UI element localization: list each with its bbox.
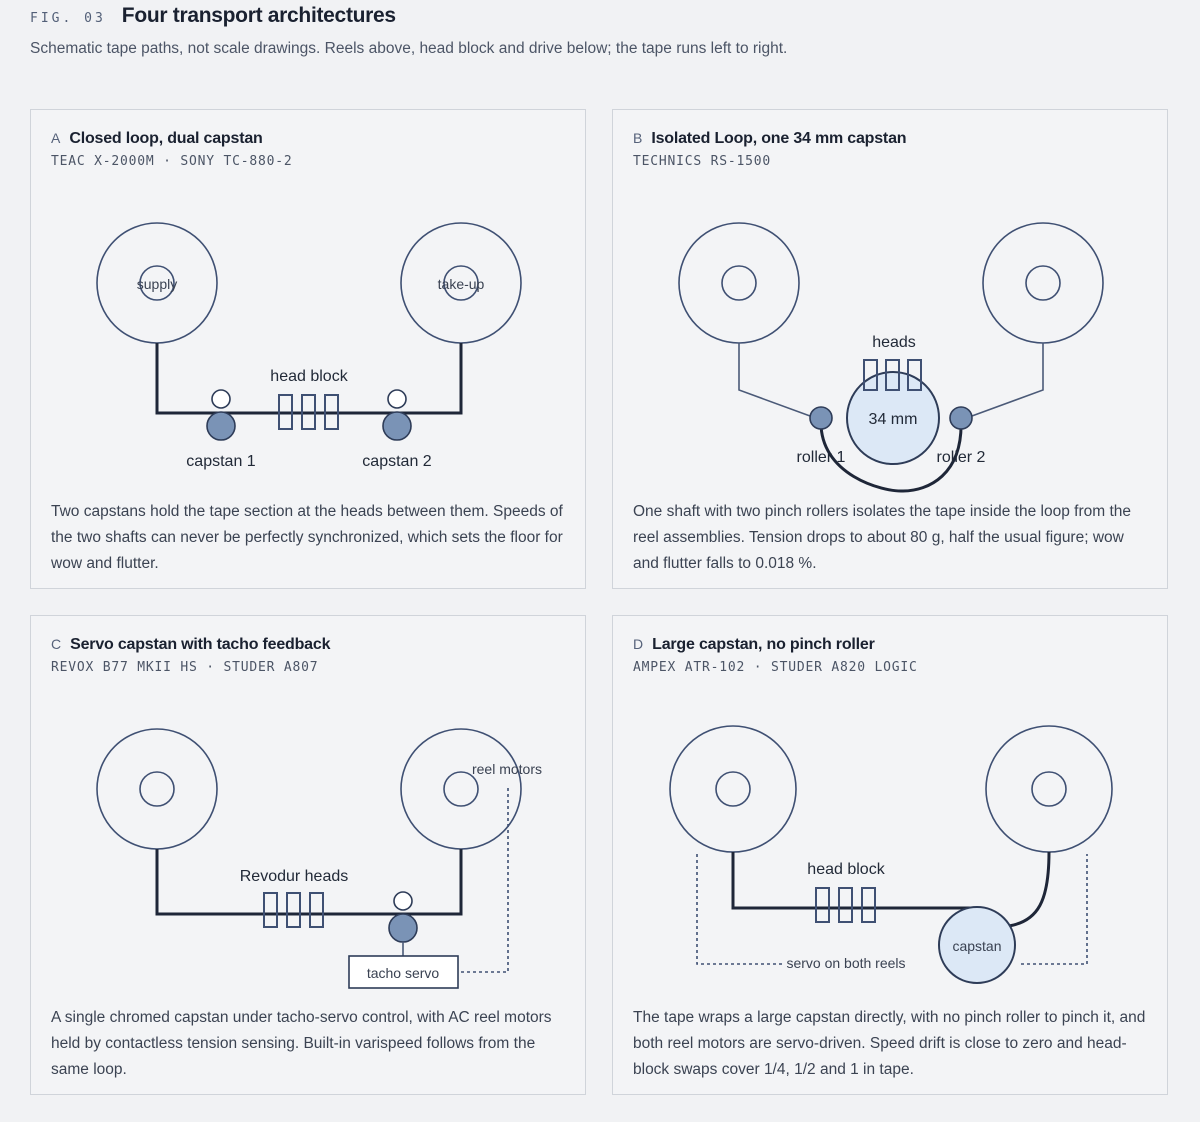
pinch-roller-2 [949,406,973,430]
supply-reel [96,728,218,850]
takeup-reel [400,728,522,850]
panel-c-models: REVOX B77 MKII HS · STUDER A807 [51,660,319,675]
servo-feedback-line [458,788,509,973]
capstan-2 [382,411,412,441]
panel-c-letter: C [51,636,62,652]
revodur-heads-label: Revodur heads [240,868,349,885]
panel-c: C Servo capstan with tacho feedback REVO… [30,615,586,1095]
panel-b-description: One shaft with two pinch rollers isolate… [633,503,1131,572]
panel-b-title-line: B Isolated Loop, one 34 mm capstan [633,130,907,148]
large-capstan [938,906,1016,984]
panel-d: D Large capstan, no pinch roller AMPEX A… [612,615,1168,1095]
head-3 [309,892,324,928]
panel-a-title: Closed loop, dual capstan [69,130,263,147]
isolated-loop-tape [819,419,963,493]
supply-reel-hub [721,265,757,301]
pinch-roller [393,891,413,911]
servo-label: servo on both reels [786,955,905,971]
panel-d-title-line: D Large capstan, no pinch roller [633,636,918,654]
panel-d-letter: D [633,636,644,652]
panel-b: B Isolated Loop, one 34 mm capstan TECHN… [612,109,1168,589]
roller-1-label: roller 1 [797,449,846,466]
panel-c-title-line: C Servo capstan with tacho feedback [51,636,330,654]
tape-path [155,343,463,415]
head-2 [286,892,301,928]
figure-title: Four transport architectures [121,4,396,27]
head-1 [263,892,278,928]
panel-a-models: TEAC X-2000M · SONY TC-880-2 [51,154,293,169]
head-3 [324,394,339,430]
supply-reel-hub [139,771,175,807]
figure-header: FIG. 03 Four transport architectures Sch… [30,4,830,62]
capstan-1-label: capstan 1 [186,453,255,470]
head-3 [907,359,922,391]
figure-subtitle: Schematic tape paths, not scale drawings… [30,40,788,57]
head-1 [863,359,878,391]
tape-wrap-capstan [1008,851,1051,928]
supply-reel-hub [715,771,751,807]
pinch-roller-1 [809,406,833,430]
head-block-label: head block [807,861,885,878]
panel-c-description: A single chromed capstan under tacho-ser… [51,1009,552,1078]
figure-label: FIG. 03 [30,11,106,26]
capstan-1 [206,411,236,441]
panel-a-letter: A [51,130,61,146]
supply-label: supply [137,276,177,292]
supply-reel [678,222,800,344]
takeup-reel [982,222,1104,344]
panel-b-title: Isolated Loop, one 34 mm capstan [651,130,907,147]
takeup-reel-hub [1031,771,1067,807]
capstan-label: capstan [952,938,1001,954]
panel-c-diagram: reel motors Revodur heads tacho servo [96,728,542,989]
panel-d-models: AMPEX ATR-102 · STUDER A820 LOGIC [633,660,918,675]
capstan-34mm [846,371,940,465]
panel-c-title: Servo capstan with tacho feedback [70,636,331,653]
takeup-reel-hub [443,265,479,301]
head-2 [301,394,316,430]
tape-path-left [738,343,822,421]
panel-a-description: Two capstans hold the tape section at th… [51,503,563,572]
head-1 [815,887,830,923]
supply-reel [669,725,797,853]
pinch-roller-1 [211,389,231,409]
panel-a-header: A Closed loop, dual capstan TEAC X-2000M… [51,130,293,169]
takeup-reel-hub [1025,265,1061,301]
reel-motors-label: reel motors [472,761,542,777]
panel-b-models: TECHNICS RS-1500 [633,154,772,169]
figure-title-line: FIG. 03 Four transport architectures [30,4,830,28]
panel-a-diagram: supply take-up head block capstan 1 caps… [96,222,522,470]
panel-d-description: The tape wraps a large capstan directly,… [633,1009,1146,1078]
servo-line-left [696,854,785,965]
head-3 [861,887,876,923]
panel-a-title-line: A Closed loop, dual capstan [51,130,293,148]
panel-d-header: D Large capstan, no pinch roller AMPEX A… [633,636,918,675]
panel-b-letter: B [633,130,643,146]
capstan [388,913,418,943]
tacho-servo-label: tacho servo [367,965,440,981]
takeup-reel-hub [443,771,479,807]
heads-label: heads [872,334,916,351]
tacho-servo-box [348,955,459,989]
capstan-2-label: capstan 2 [362,453,431,470]
capstan-label: 34 mm [869,411,918,428]
panel-b-header: B Isolated Loop, one 34 mm capstan TECHN… [633,130,907,169]
pinch-roller-2 [387,389,407,409]
head-2 [885,359,900,391]
head-1 [278,394,293,430]
panel-d-title: Large capstan, no pinch roller [652,636,875,653]
head-block-label: head block [270,368,348,385]
supply-reel-hub [139,265,175,301]
tape-path [731,852,977,910]
roller-2-label: roller 2 [937,449,986,466]
panel-b-diagram: 34 mm heads roller 1 roller 2 [678,222,1104,493]
panel-d-diagram: head block capstan servo on both reels [669,725,1113,984]
tape-path-right [960,343,1044,421]
panel-a: A Closed loop, dual capstan TEAC X-2000M… [30,109,586,589]
takeup-reel [985,725,1113,853]
takeup-label: take-up [438,276,485,292]
head-2 [838,887,853,923]
panel-c-header: C Servo capstan with tacho feedback REVO… [51,636,330,675]
servo-line-right [1021,854,1088,965]
